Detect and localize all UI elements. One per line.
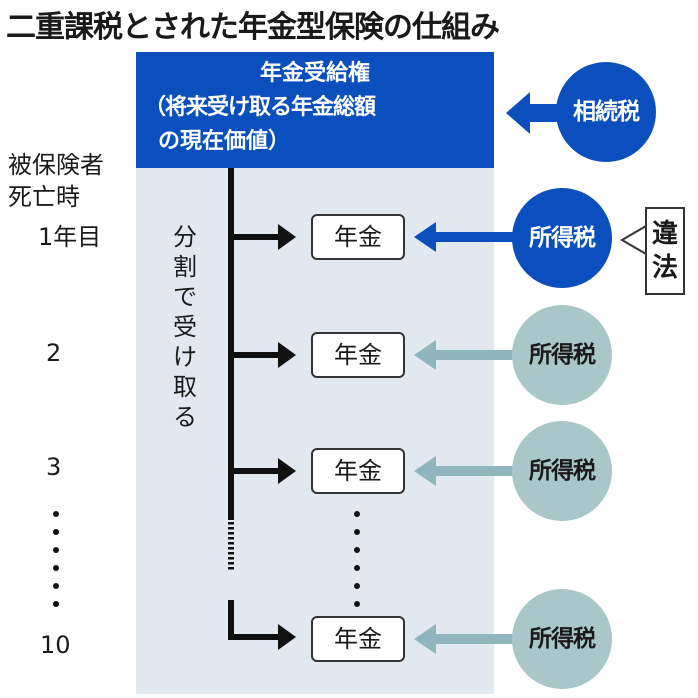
year-label-2: 2 <box>46 339 62 367</box>
income-tax-circle-year-1: 所得税 <box>512 188 612 288</box>
branch-arrow-year-3 <box>228 458 296 484</box>
pension-box-year-10: 年金 <box>311 616 405 662</box>
inheritance-tax-circle: 相続税 <box>556 62 656 162</box>
income-tax-arrow-year-2 <box>414 340 540 370</box>
income-tax-circle-year-3: 所得税 <box>512 421 612 521</box>
split-char: 取 <box>173 373 197 401</box>
ellipsis-dots-years <box>53 511 59 607</box>
pension-box-year-1: 年金 <box>311 214 405 260</box>
split-char: で <box>173 283 197 311</box>
split-char: け <box>173 343 197 371</box>
callout-pointer <box>620 224 647 256</box>
illegal-callout: 違 法 <box>645 207 685 295</box>
income-tax-arrow-year-3 <box>414 456 540 486</box>
trunk-dashed-segment <box>228 522 234 570</box>
year-label-3: 3 <box>46 453 62 481</box>
callout-char: 法 <box>651 253 678 283</box>
branch-arrow-year-2 <box>228 342 296 368</box>
ellipsis-dots-pension <box>354 511 360 607</box>
callout-char: 違 <box>651 219 678 249</box>
trunk-line <box>228 168 234 520</box>
split-char: る <box>173 403 197 431</box>
trunk-line-bottom <box>228 600 234 640</box>
income-tax-circle-year-2: 所得税 <box>512 305 612 405</box>
header-line-1: 年金受給権 <box>259 61 370 86</box>
pension-box-year-3: 年金 <box>311 448 405 494</box>
split-char: 分 <box>173 223 197 251</box>
pension-right-header: 年金受給権 （将来受け取る年金総額 の現在価値） <box>136 52 494 168</box>
income-tax-arrow-year-1 <box>414 222 540 252</box>
income-tax-arrow-year-10 <box>414 624 540 654</box>
side-label-insured: 被保険者 <box>8 151 104 179</box>
split-char: 受 <box>173 313 197 341</box>
year-label-1: 1年目 <box>38 223 102 251</box>
branch-arrow-year-10 <box>228 624 296 650</box>
split-receive-label: 分 割 で 受 け 取 る <box>170 222 200 432</box>
branch-arrow-year-1 <box>228 224 296 250</box>
pension-box-year-2: 年金 <box>311 332 405 378</box>
year-label-10: 10 <box>40 631 71 659</box>
split-char: 割 <box>173 253 197 281</box>
header-line-2: （将来受け取る年金総額 <box>144 95 376 120</box>
header-line-3: の現在価値） <box>158 129 291 154</box>
diagram-title: 二重課税とされた年金型保険の仕組み <box>6 10 500 45</box>
income-tax-circle-year-10: 所得税 <box>512 589 612 689</box>
side-label-death: 死亡時 <box>8 183 80 211</box>
